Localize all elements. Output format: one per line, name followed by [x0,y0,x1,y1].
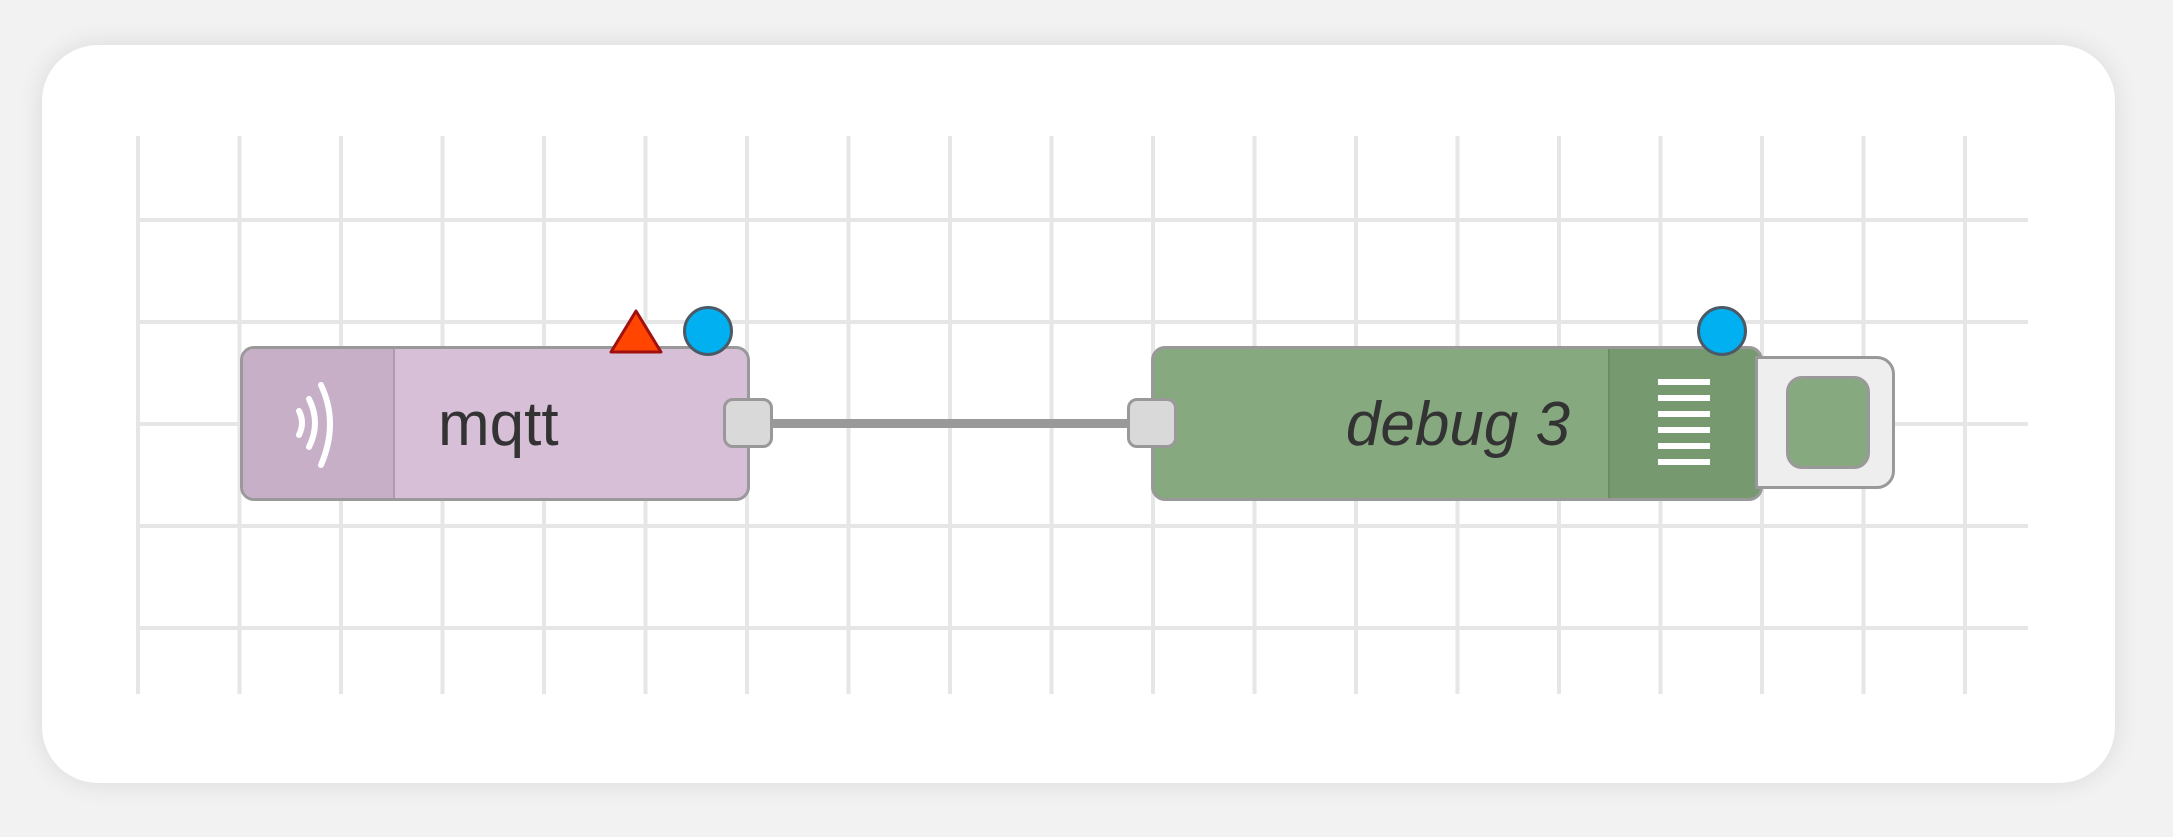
debug-toggle-button[interactable] [1755,356,1895,489]
mqtt-node[interactable]: mqtt [240,346,750,501]
mqtt-node-label: mqtt [438,390,559,459]
list-lines-icon [1658,379,1710,465]
debug-input-port[interactable] [1127,398,1177,448]
debug-toggle-indicator [1786,376,1870,469]
debug-node[interactable]: debug 3 [1151,346,1763,501]
warning-triangle-icon [609,309,663,354]
mqtt-output-port[interactable] [723,398,773,448]
wire-mqtt-to-debug[interactable] [770,419,1160,428]
debug-node-label: debug 3 [1345,390,1570,459]
debug-node-icon-cell [1608,349,1760,498]
debug-changed-indicator [1697,306,1747,356]
wifi-signal-icon [296,382,333,468]
mqtt-node-icon-cell [243,349,395,498]
mqtt-changed-indicator [683,306,733,356]
